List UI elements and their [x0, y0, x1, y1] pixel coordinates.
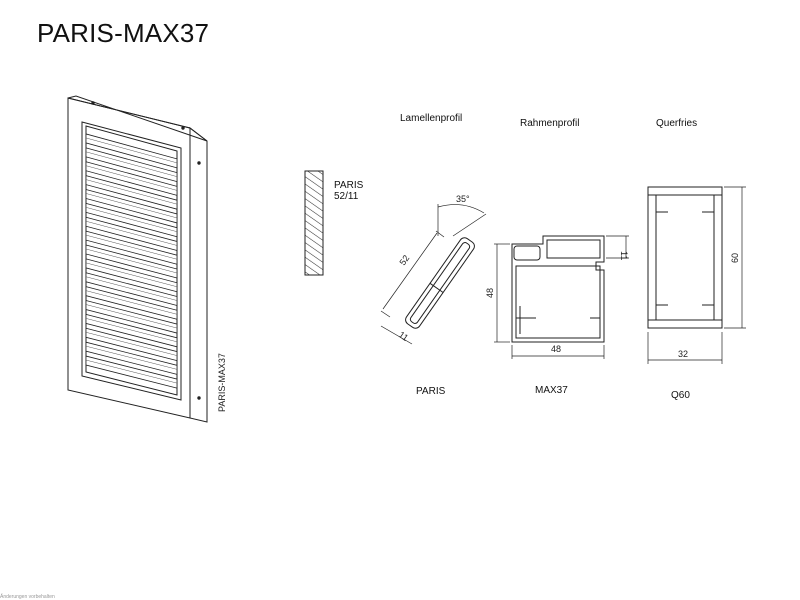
heading-rahmenprofil: Rahmenprofil: [520, 118, 580, 129]
shutter-slat: [85, 202, 178, 238]
shutter-slats: [85, 133, 178, 389]
lamellen-profile-drawing: [380, 204, 487, 345]
page-title: PARIS-MAX37: [37, 18, 210, 48]
shutter-slat-edge: [85, 193, 178, 219]
slat-swatch-label: PARIS 52/11: [334, 180, 363, 202]
shutter-slat-edge: [85, 345, 178, 370]
rahmen-width-label: 48: [551, 344, 561, 354]
lamellen-angle-label: 35°: [456, 194, 470, 204]
shutter-slat-edge: [85, 137, 178, 164]
lamellen-thickness-label: 11: [397, 329, 410, 343]
shutter-frame-inner: [81, 121, 182, 401]
shutter-slat-edge: [85, 179, 178, 205]
heading-querfries: Querfries: [656, 118, 698, 129]
shutter-vertical-label: PARIS-MAX37: [217, 353, 227, 412]
shutter-slat-edge: [85, 318, 178, 343]
shutter-frame-top: [67, 95, 208, 142]
shutter-slat-edge: [85, 151, 178, 177]
heading-lamellenprofil: Lamellenprofil: [400, 113, 463, 124]
caption-q60: Q60: [671, 390, 690, 401]
slat-swatch: [304, 170, 324, 276]
shutter-slat-edge: [85, 332, 178, 356]
querfries-profile-drawing: [647, 186, 746, 364]
shutter-slat-edge: [85, 262, 178, 288]
querfries-width-label: 32: [678, 349, 688, 359]
shutter-slat-edge: [85, 290, 178, 315]
querfries-height-label: 60: [730, 253, 740, 263]
shutter-slat: [85, 230, 178, 265]
shutter-slat: [85, 313, 178, 348]
shutter-slat: [85, 272, 178, 307]
shutter-slat-edge: [85, 234, 178, 260]
caption-paris: PARIS: [416, 386, 446, 397]
shutter-slat: [85, 341, 178, 375]
shutter-slat: [85, 216, 178, 251]
shutter-drawing: [67, 95, 208, 423]
shutter-slat: [85, 161, 178, 196]
shutter-slat: [85, 175, 178, 210]
slat-swatch-label-line-1: PARIS: [334, 180, 364, 191]
rahmen-profile-drawing: [494, 235, 629, 359]
shutter-slat-edge: [85, 276, 178, 301]
rahmen-lip-label: 11: [619, 251, 629, 260]
rahmen-height-label: 48: [485, 288, 495, 298]
shutter-slat-edge: [85, 304, 178, 329]
shutter-slat-edge: [85, 165, 178, 191]
footnote: Änderungen vorbehalten: [0, 594, 55, 600]
slat-swatch-label-line-2: 52/11: [334, 191, 359, 202]
shutter-slat: [85, 355, 178, 389]
shutter-slat: [85, 133, 178, 169]
caption-max37: MAX37: [535, 385, 568, 396]
shutter-slat: [85, 188, 178, 224]
shutter-slat: [85, 286, 178, 320]
shutter-frame-side: [189, 126, 208, 423]
shutter-slat: [85, 258, 178, 293]
lamellen-length-label: 52: [397, 253, 411, 267]
shutter-slat-edge: [85, 248, 178, 274]
shutter-slat-edge: [85, 220, 178, 246]
shutter-slat: [85, 147, 178, 183]
shutter-slat: [85, 300, 178, 334]
shutter-slat: [85, 244, 178, 279]
shutter-slat: [85, 327, 178, 362]
shutter-slat-edge: [85, 207, 178, 232]
shutter-slat-edge: [85, 359, 178, 384]
